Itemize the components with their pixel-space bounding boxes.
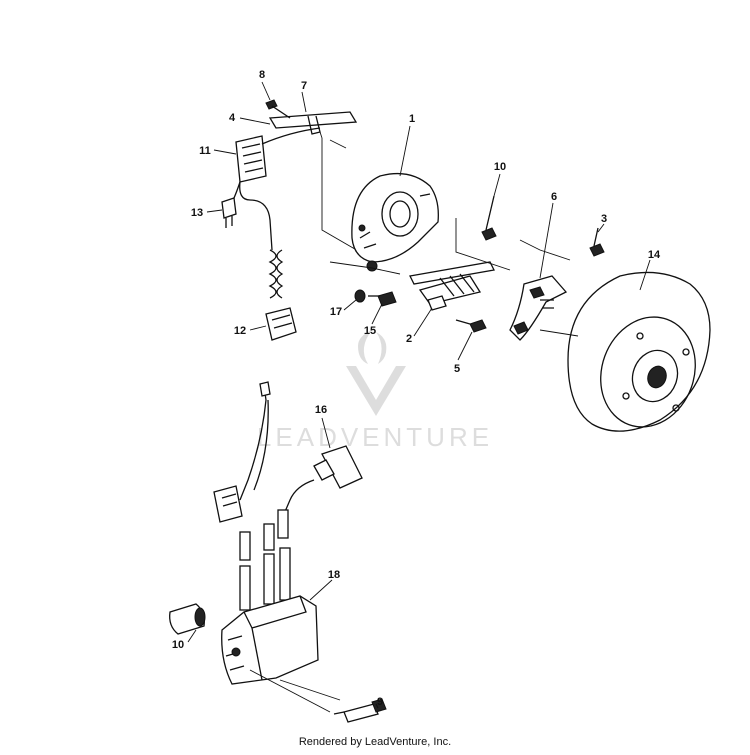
label-part-14: 14	[648, 249, 661, 261]
label-part-10-lower: 10	[172, 639, 184, 651]
label-part-4: 4	[229, 112, 236, 124]
leadventure-watermark: LEADVENTURE	[257, 330, 493, 452]
stator-plate	[329, 172, 439, 275]
label-part-5: 5	[454, 363, 460, 375]
label-part-2: 2	[406, 333, 412, 345]
flywheel	[539, 271, 711, 432]
fasteners	[354, 195, 605, 333]
ignition-coil-assembly	[169, 381, 387, 723]
footer-credit: Rendered by LeadVenture, Inc.	[298, 736, 452, 748]
label-part-18: 18	[328, 569, 340, 581]
label-part-6: 6	[551, 191, 557, 203]
watermark-text: LEADVENTURE	[257, 422, 493, 452]
label-part-13: 13	[191, 207, 203, 219]
label-part-15: 15	[364, 325, 376, 337]
label-part-10-upper: 10	[494, 161, 506, 173]
label-part-1: 1	[409, 113, 415, 125]
label-part-7: 7	[301, 80, 307, 92]
part-labels: 8 7 4 11 13 12 1 10 6 3 14 17 15 2 5 16 …	[172, 69, 661, 708]
label-part-17: 17	[330, 306, 342, 318]
label-part-8: 8	[259, 69, 265, 81]
label-part-3: 3	[601, 213, 607, 225]
wire-harness-upper	[221, 99, 361, 341]
label-part-11: 11	[199, 145, 211, 157]
label-part-12: 12	[234, 325, 246, 337]
leader-lines	[187, 81, 651, 709]
label-part-9: 9	[377, 696, 383, 708]
pulser-coil	[409, 218, 571, 341]
label-part-16: 16	[315, 404, 327, 416]
